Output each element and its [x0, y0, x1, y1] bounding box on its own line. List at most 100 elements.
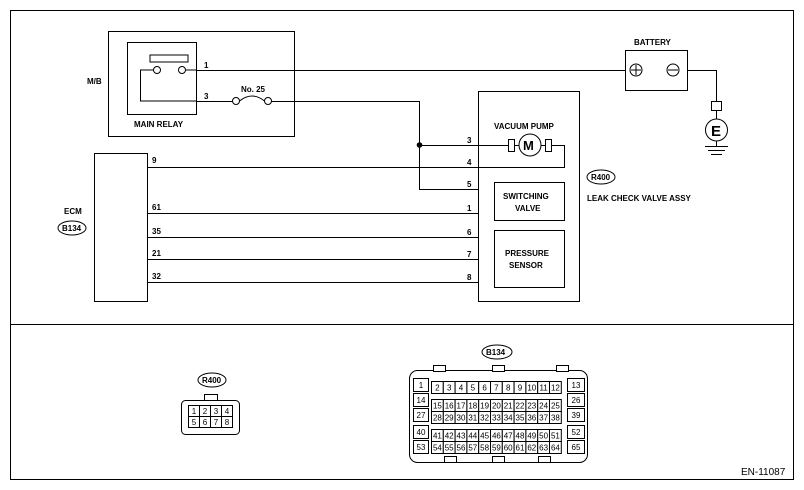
lcv-pin-7: 7	[467, 250, 472, 259]
b134-latch-5	[492, 456, 505, 463]
fuse-label: No. 25	[241, 85, 266, 94]
b134-pin-20: 20	[492, 402, 501, 411]
b134-pin-50: 50	[539, 432, 548, 441]
ecm-label: ECM	[64, 207, 82, 216]
b134-pin-65-box	[567, 440, 585, 454]
b134-pin-64-box	[549, 441, 562, 454]
pressure-sensor-label-1: PRESSURE	[505, 249, 550, 258]
switching-valve-label-2: VALVE	[515, 204, 541, 213]
b134-pin-8: 8	[506, 384, 511, 393]
main-relay-box	[127, 42, 197, 115]
fuse-element	[239, 95, 265, 102]
b134-pin-54: 54	[433, 444, 442, 453]
b134-pin-10: 10	[527, 384, 536, 393]
b134-pin-65: 65	[572, 443, 581, 452]
b134-pin-9: 9	[518, 384, 523, 393]
b134-pin-63: 63	[539, 444, 548, 453]
ecm-connector-label: B134	[62, 224, 82, 233]
b134-pin-40: 40	[417, 428, 426, 437]
lcv-pin-5: 5	[467, 180, 472, 189]
ecm-connector-badge	[57, 220, 87, 236]
b134-pin-35: 35	[516, 414, 525, 423]
b134-pin-29: 29	[445, 414, 454, 423]
b134-pin-1: 1	[419, 381, 424, 390]
mb-label: M/B	[87, 77, 102, 86]
vacuum-pump-right-cap	[545, 139, 552, 152]
leak-check-valve-box	[478, 91, 580, 302]
lcv-connector-label: R400	[591, 173, 611, 182]
ecm: ECM B134 9 61 35 21 32	[57, 153, 161, 302]
r400-pin-1: 1	[192, 407, 197, 416]
motor-symbol: M	[523, 138, 534, 153]
b134-pin-7: 7	[494, 384, 499, 393]
b134-pin-17: 17	[457, 402, 466, 411]
b134-pin-24: 24	[539, 402, 548, 411]
lcv-pin-8: 8	[467, 273, 472, 282]
b134-pin-49: 49	[527, 432, 536, 441]
b134-pin-2: 2	[435, 384, 440, 393]
b134-pin-40-box	[413, 425, 429, 439]
ecm-box	[94, 153, 148, 302]
lcv-pin-1: 1	[467, 204, 472, 213]
b134-pin-38-box	[549, 411, 562, 424]
lcv-connector-badge	[586, 169, 616, 185]
outer-frame	[10, 10, 794, 480]
fuse-terminal-right	[264, 97, 272, 105]
b134-pin-27-box	[413, 408, 429, 422]
b134-pin-47: 47	[504, 432, 513, 441]
b134-pin-58: 58	[480, 444, 489, 453]
r400-pin-8: 8	[225, 418, 230, 427]
relay-coil-symbol	[149, 54, 189, 63]
b134-pin-56: 56	[457, 444, 466, 453]
lcv-pin-3: 3	[467, 136, 472, 145]
b134-badge-label: B134	[486, 348, 506, 357]
b134-pin-64: 64	[551, 444, 560, 453]
b134-pin-44: 44	[468, 432, 477, 441]
b134-pin-16: 16	[445, 402, 454, 411]
b134-pin-21: 21	[504, 402, 513, 411]
b134-pin-52-box	[567, 425, 585, 439]
b134-pin-5: 5	[471, 384, 476, 393]
b134-pin-14-box	[413, 393, 429, 407]
b134-pin-14: 14	[417, 396, 426, 405]
b134-pin-51: 51	[551, 432, 560, 441]
b134-pin-26-box	[567, 393, 585, 407]
b134-pin-15: 15	[433, 402, 442, 411]
lcv-pin-6: 6	[467, 228, 472, 237]
fuse-no-25: No. 25	[232, 85, 272, 105]
relay-internal-wire	[140, 69, 196, 102]
main-relay-label: MAIN RELAY	[134, 120, 184, 129]
b134-pin-59: 59	[492, 444, 501, 453]
lcv-pin-4: 4	[467, 158, 472, 167]
b134-pin-6: 6	[482, 384, 487, 393]
r400-pin-2: 2	[203, 407, 208, 416]
vacuum-pump-left-cap	[508, 139, 515, 152]
r400-latch	[204, 394, 218, 401]
switching-valve-box	[494, 182, 565, 221]
r400-pin-4: 4	[225, 407, 230, 416]
r400-pin-3: 3	[214, 407, 219, 416]
b134-pin-39: 39	[572, 411, 581, 420]
b134-pin-13-box	[567, 378, 585, 392]
battery-box	[625, 50, 688, 91]
b134-pin-12: 12	[551, 384, 560, 393]
b134-pin-55: 55	[445, 444, 454, 453]
b134-latch-4	[444, 456, 457, 463]
battery: BATTERY	[625, 38, 688, 91]
relay-contact-left	[153, 66, 161, 74]
b134-pin-38: 38	[551, 414, 560, 423]
b134-pin-60: 60	[504, 444, 513, 453]
b134-badge	[481, 344, 513, 360]
relay-pin-1: 1	[204, 61, 209, 70]
switching-valve-label-1: SWITCHING	[503, 192, 549, 201]
b134-pin-62: 62	[527, 444, 536, 453]
r400-pin-7: 7	[214, 418, 219, 427]
relay-pin-3: 3	[204, 92, 209, 101]
r400-badge	[197, 372, 227, 388]
leak-check-valve-assy: VACUUM PUMP M SWITCHING VALVE PRESSURE S…	[467, 91, 692, 302]
b134-pin-11: 11	[539, 384, 548, 393]
r400-pin-8-box	[221, 416, 233, 428]
b134-pin-34: 34	[504, 414, 513, 423]
b134-pin-48: 48	[516, 432, 525, 441]
